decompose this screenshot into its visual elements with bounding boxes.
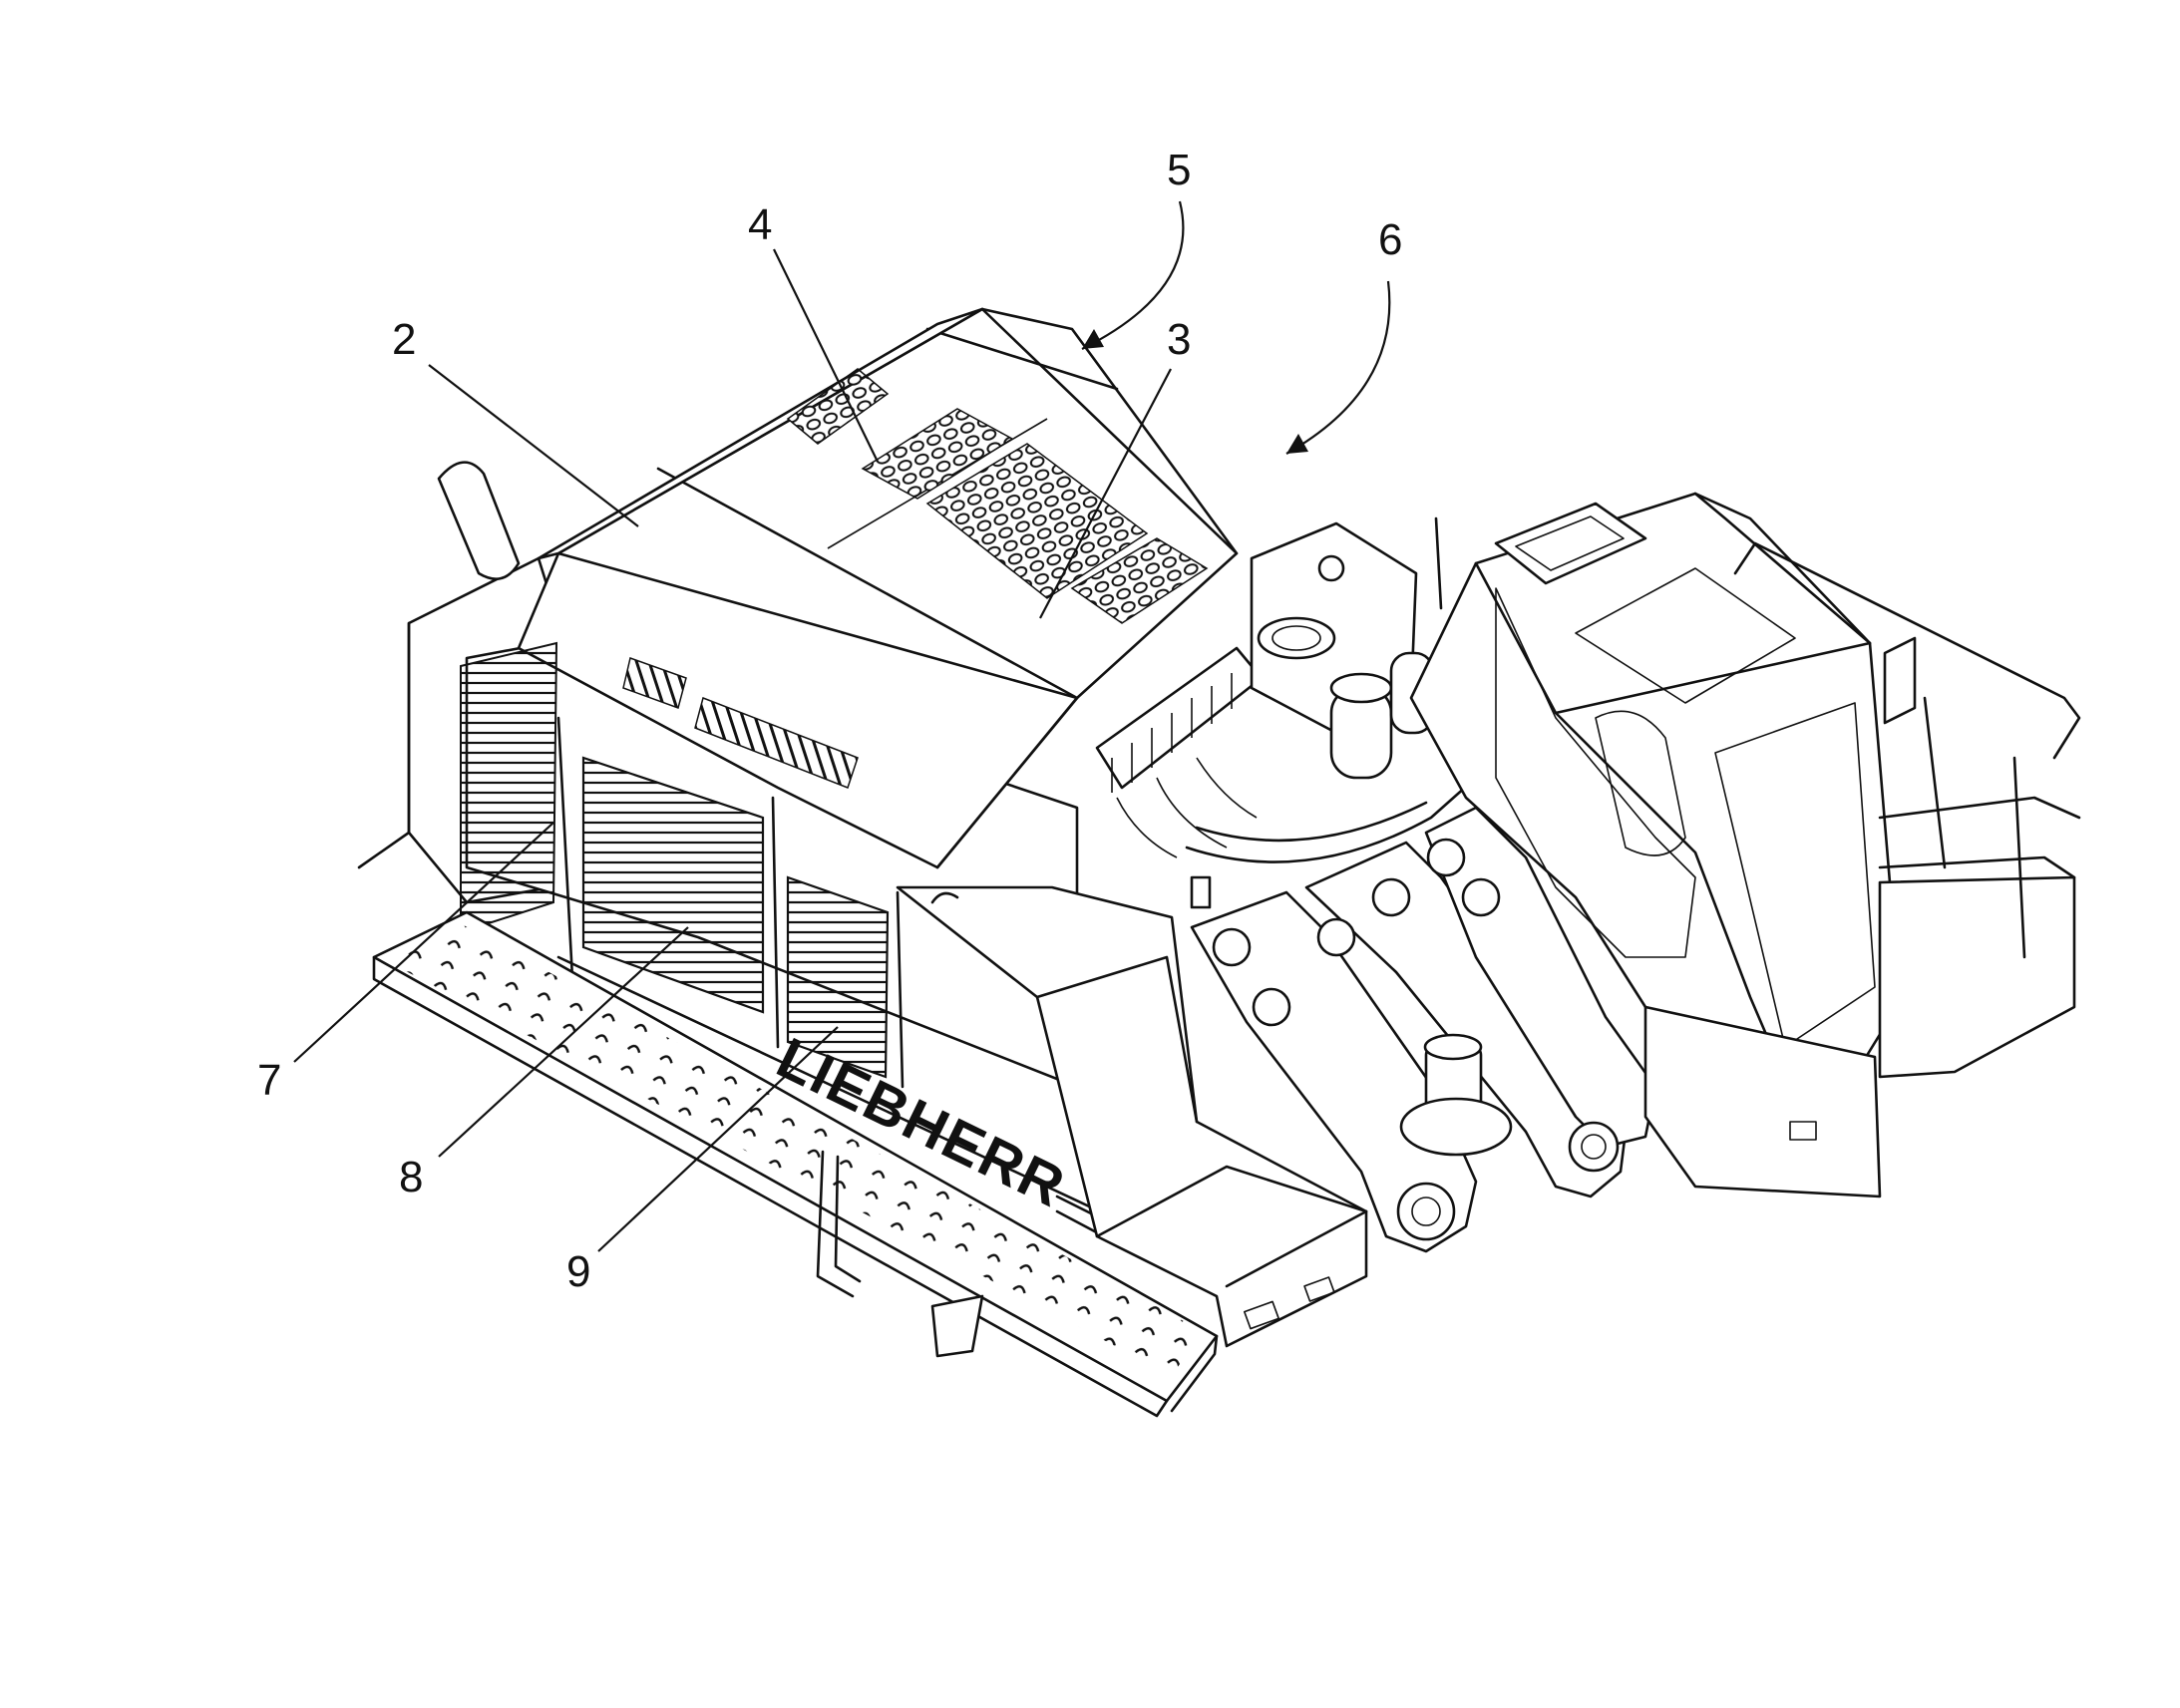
walkway [372,910,1219,1418]
ref-2: 2 [392,315,416,364]
ref-5: 5 [1167,146,1191,194]
engine-housing [357,307,1239,1298]
leader-lines [293,200,1391,1252]
ref-6: 6 [1378,215,1402,264]
operator-cab [1409,492,1902,1198]
hydraulic-area [1095,521,1478,863]
ref-8: 8 [399,1153,423,1201]
handrail [1733,541,2081,1079]
ref-4: 4 [748,200,772,249]
boom-foot [1190,806,1657,1253]
reference-numerals: 2 3 4 5 6 7 8 9 [257,146,1402,1296]
ref-3: 3 [1167,315,1191,364]
front-box [896,885,1368,1348]
ref-9: 9 [566,1247,590,1296]
ref-7: 7 [257,1056,281,1105]
